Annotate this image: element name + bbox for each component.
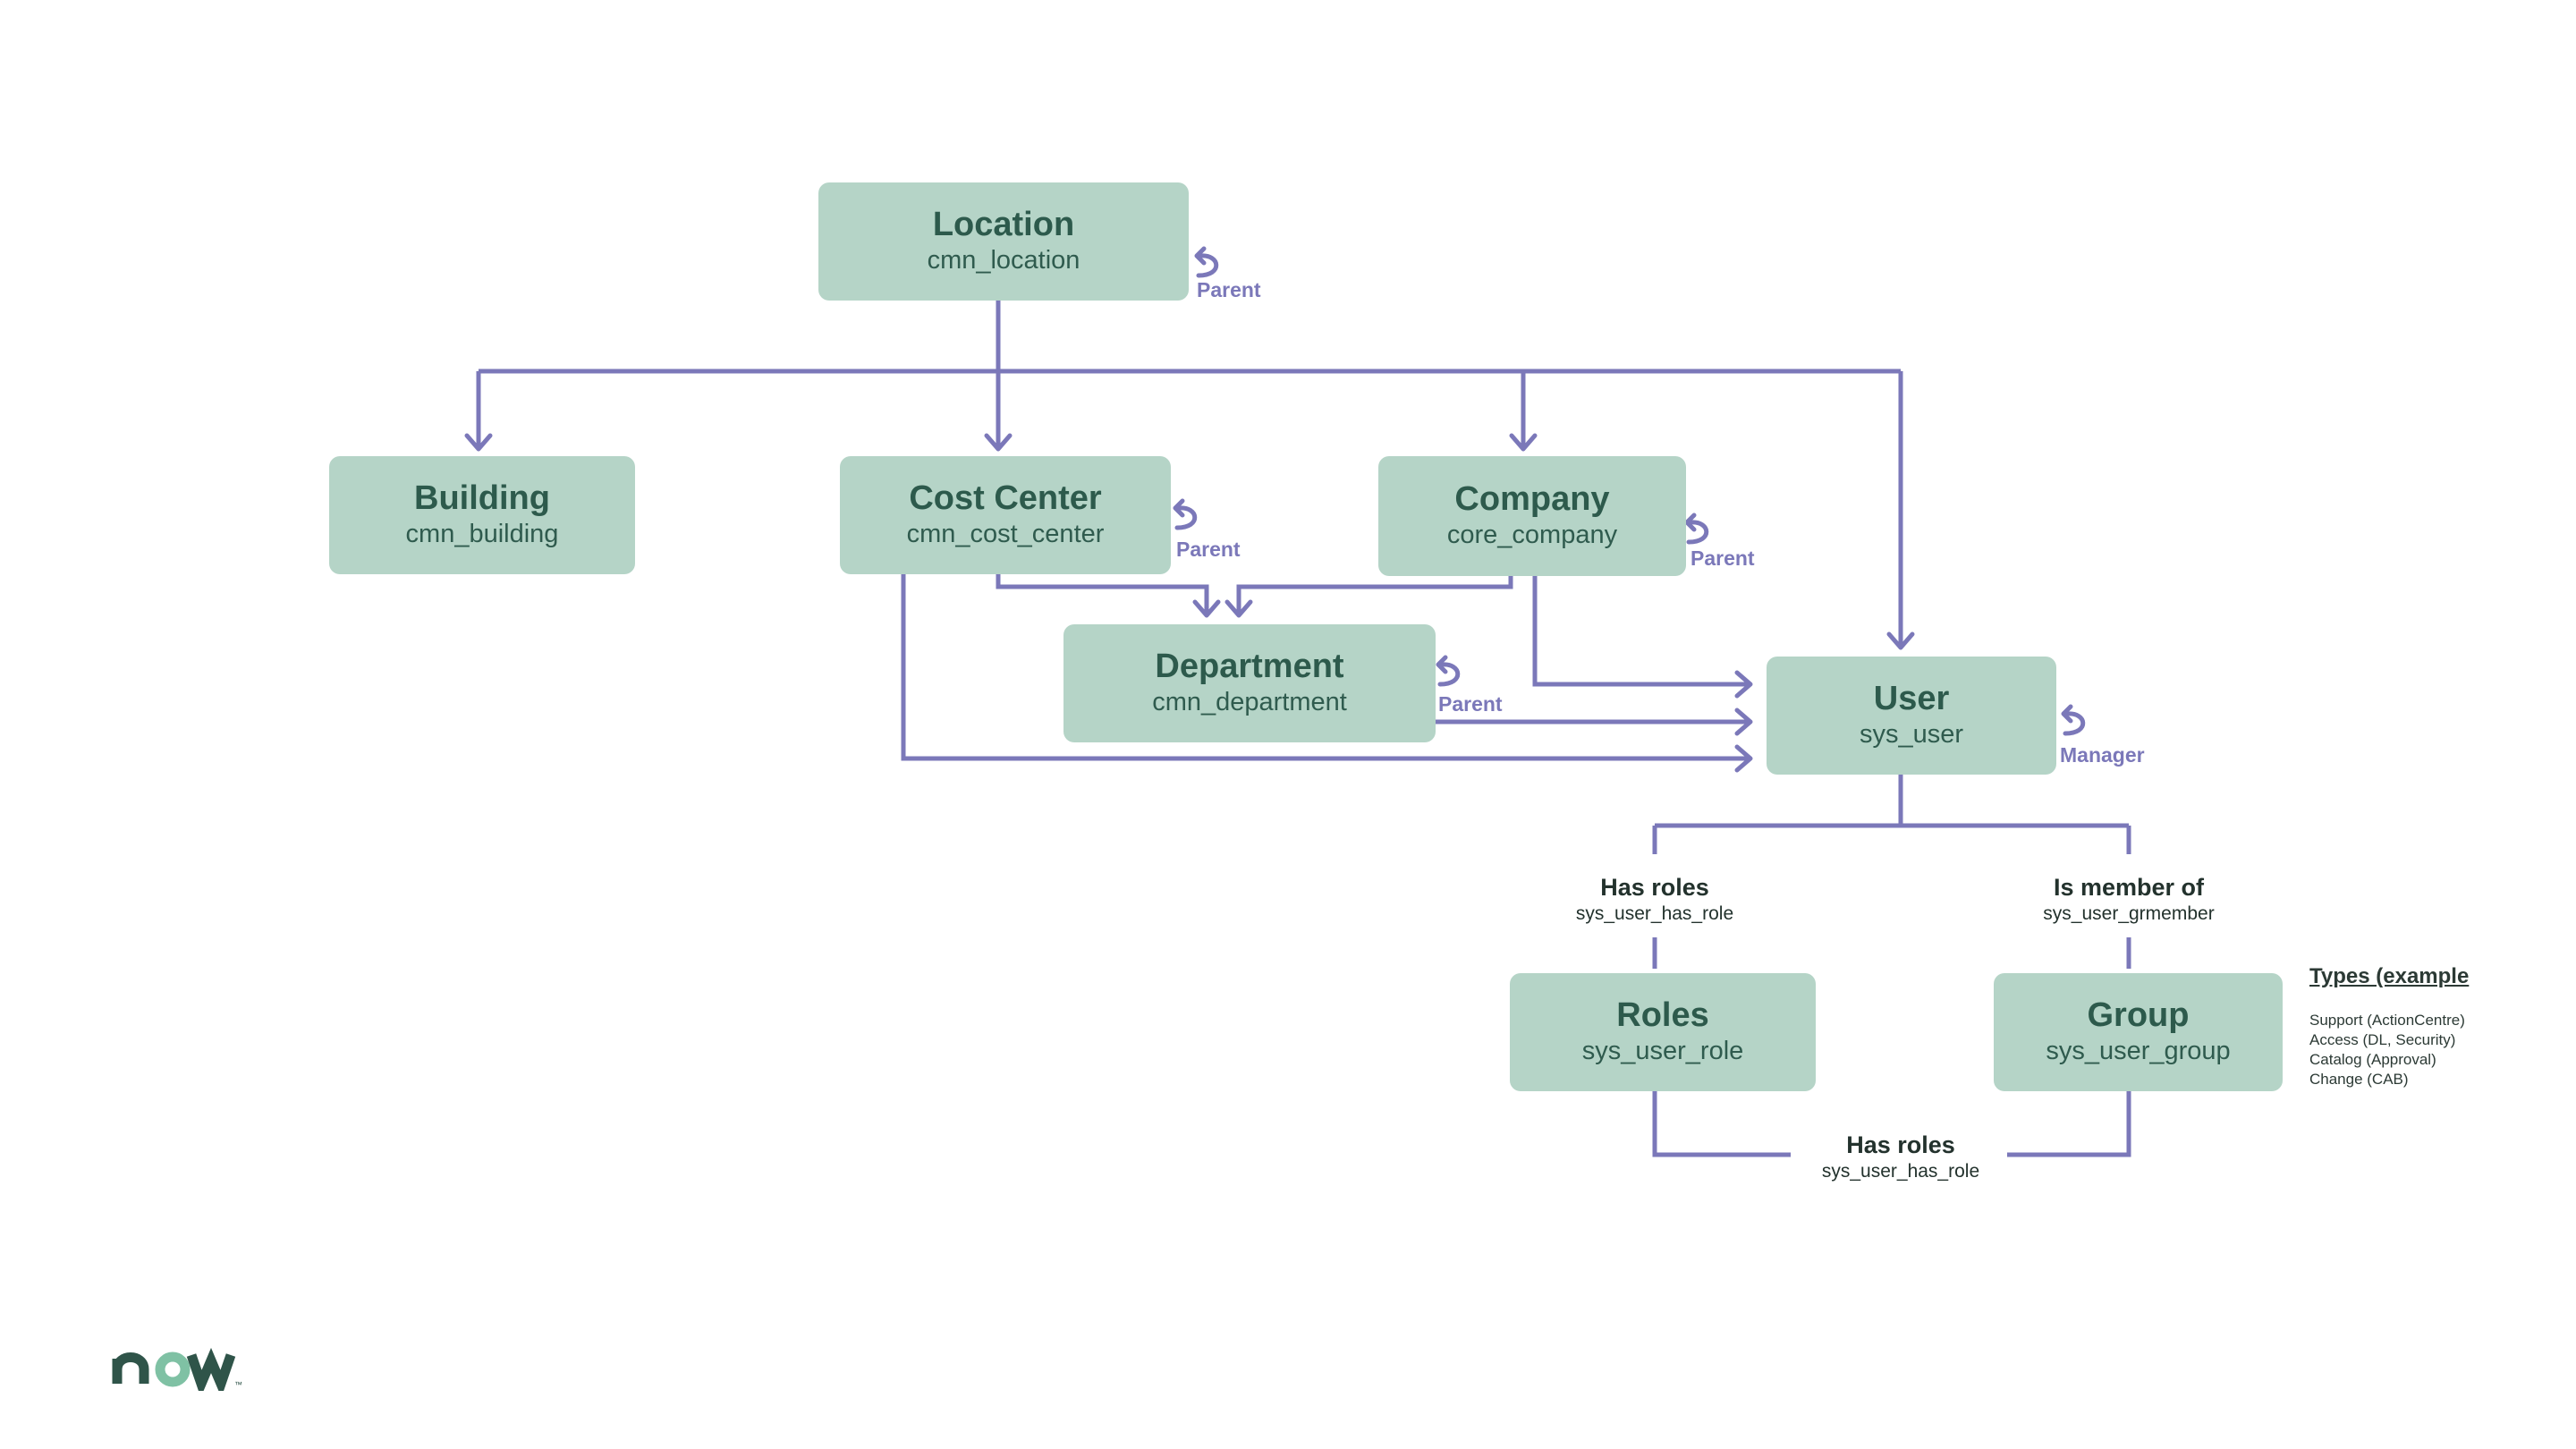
arrowhead-user-cost-center (1734, 744, 1753, 773)
connector-company-department (1236, 574, 1513, 614)
group-types-note: Types (example Support (ActionCentre) Ac… (2309, 964, 2469, 1089)
node-company[interactable]: Company core_company (1378, 456, 1686, 576)
relation-user-roles-table: sys_user_has_role (1575, 903, 1734, 925)
node-location-title: Location (932, 205, 1075, 243)
node-company-table: core_company (1446, 520, 1618, 549)
self-ref-cost-center-label: Parent (1176, 538, 1241, 561)
arrowhead-user-top (1886, 631, 1915, 650)
node-department[interactable]: Department cmn_department (1063, 624, 1436, 742)
node-roles[interactable]: Roles sys_user_role (1510, 973, 1816, 1091)
connector-company-user (1532, 574, 1749, 687)
relation-group-roles: Has roles sys_user_has_role (1802, 1131, 1999, 1184)
self-ref-cost-center-icon (1173, 498, 1198, 530)
node-group-title: Group (2087, 996, 2190, 1034)
relation-group-roles-label: Has roles (1846, 1131, 1955, 1158)
node-user[interactable]: User sys_user (1767, 657, 2056, 775)
node-user-table: sys_user (1859, 719, 1964, 749)
self-ref-location-icon (1194, 246, 1219, 278)
node-building[interactable]: Building cmn_building (329, 456, 635, 574)
relation-user-group-table: sys_user_grmember (2043, 903, 2215, 925)
node-cost-center-table: cmn_cost_center (906, 519, 1105, 548)
group-type-item: Access (DL, Security) (2309, 1031, 2456, 1048)
node-roles-title: Roles (1616, 996, 1709, 1034)
self-ref-company-icon (1684, 513, 1709, 545)
group-type-item: Change (CAB) (2309, 1071, 2409, 1088)
node-location-table: cmn_location (927, 245, 1080, 275)
node-roles-table: sys_user_role (1581, 1036, 1744, 1065)
self-ref-user-label: Manager (2060, 743, 2145, 767)
relation-user-roles: Has roles sys_user_has_role (1565, 873, 1744, 927)
node-group[interactable]: Group sys_user_group (1994, 973, 2283, 1091)
arrowhead-user-company (1734, 670, 1753, 699)
arrowhead-user-department (1734, 708, 1753, 736)
group-types-heading: Types (example (2309, 964, 2470, 988)
connector-cost-center-department (996, 572, 1209, 614)
arrowhead-company (1509, 433, 1538, 452)
now-logo: ™ (112, 1347, 242, 1391)
node-cost-center[interactable]: Cost Center cmn_cost_center (840, 456, 1171, 574)
group-type-item: Support (ActionCentre) (2309, 1012, 2465, 1029)
node-group-table: sys_user_group (2046, 1036, 2231, 1065)
node-user-title: User (1873, 679, 1950, 717)
connector-roles-group-right (2007, 1085, 2131, 1157)
node-department-title: Department (1155, 647, 1344, 685)
relation-user-group: Is member of sys_user_grmember (2021, 873, 2236, 927)
connector-cost-center-user (901, 572, 1749, 761)
arrowhead-cost-center (984, 433, 1013, 452)
node-building-title: Building (414, 479, 550, 517)
arrowhead-building (464, 433, 493, 452)
connector-roles-group-left (1652, 1085, 1791, 1157)
logo-trademark: ™ (234, 1380, 242, 1389)
relation-group-roles-table: sys_user_has_role (1821, 1161, 1980, 1182)
node-location[interactable]: Location cmn_location (818, 182, 1189, 301)
arrowhead-department-right (1224, 599, 1253, 618)
relation-user-group-label: Is member of (2053, 874, 2205, 901)
arrowhead-department-left (1192, 599, 1221, 618)
node-company-title: Company (1454, 479, 1610, 518)
self-ref-department-label: Parent (1438, 692, 1503, 716)
group-type-item: Catalog (Approval) (2309, 1051, 2436, 1068)
node-cost-center-title: Cost Center (909, 479, 1102, 517)
group-types-list: Support (ActionCentre) Access (DL, Secur… (2309, 1011, 2469, 1089)
self-ref-location-label: Parent (1197, 278, 1261, 301)
node-department-table: cmn_department (1152, 687, 1347, 716)
node-building-table: cmn_building (405, 519, 559, 548)
self-ref-department-icon (1436, 655, 1461, 687)
self-ref-user-icon (2061, 704, 2086, 736)
relation-user-roles-label: Has roles (1600, 874, 1709, 901)
self-ref-company-label: Parent (1690, 547, 1755, 570)
